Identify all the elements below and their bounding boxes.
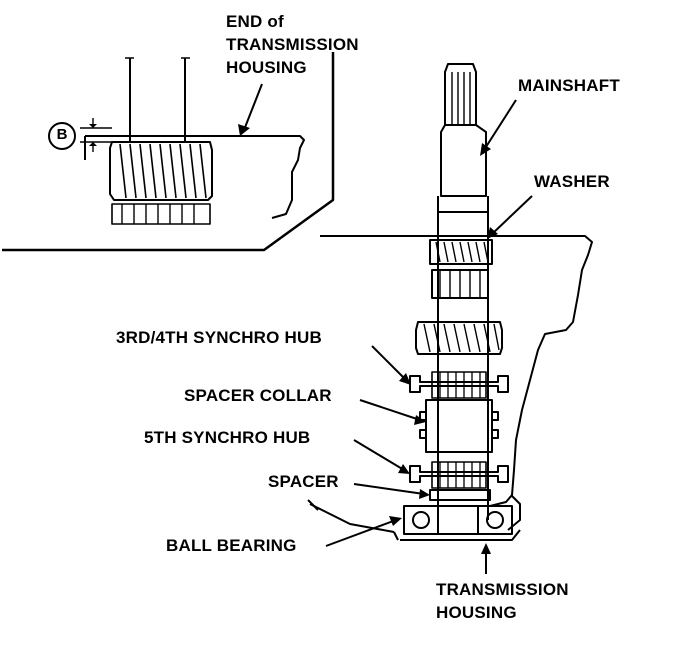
label-mainshaft: MAINSHAFT <box>518 76 620 95</box>
label-ball-bearing: BALL BEARING <box>166 536 297 555</box>
label-transmission-housing: TRANSMISSION HOUSING <box>436 578 569 624</box>
label-transmission-housing-line-1: TRANSMISSION <box>436 580 569 599</box>
label-end-of-housing-line-1: END of <box>226 12 284 31</box>
label-end-of-housing: END of TRANSMISSION HOUSING <box>226 10 359 79</box>
label-synchro-hub-34: 3RD/4TH SYNCHRO HUB <box>116 328 322 347</box>
label-washer: WASHER <box>534 172 610 191</box>
label-transmission-housing-line-2: HOUSING <box>436 603 517 622</box>
ball-bearing <box>403 505 513 535</box>
inset-detail <box>2 52 335 252</box>
washer-and-gears <box>415 239 503 355</box>
label-end-of-housing-line-3: HOUSING <box>226 58 307 77</box>
dimension-b-callout: B <box>56 126 68 143</box>
label-synchro-hub-5: 5TH SYNCHRO HUB <box>144 428 311 447</box>
spacer-ring <box>429 489 491 501</box>
label-spacer: SPACER <box>268 472 339 491</box>
synchro-hub-34 <box>409 371 509 399</box>
housing-outline <box>307 235 593 541</box>
spacer-collar <box>419 399 499 453</box>
label-spacer-collar: SPACER COLLAR <box>184 386 332 405</box>
label-end-of-housing-line-2: TRANSMISSION <box>226 35 359 54</box>
leader-lines <box>325 99 533 574</box>
synchro-hub-5 <box>409 461 509 489</box>
